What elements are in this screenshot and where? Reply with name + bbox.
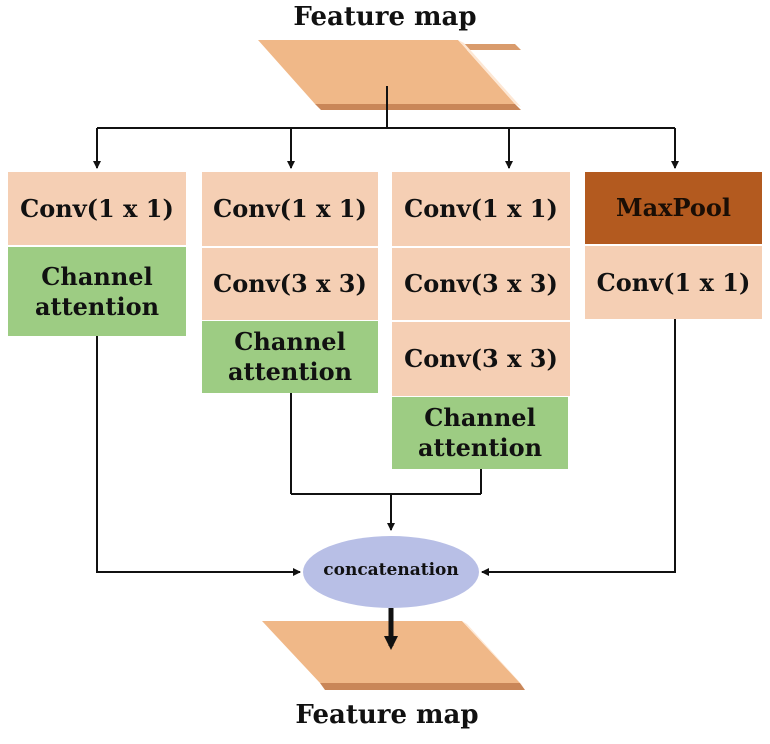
branch4-to-concat-line (481, 319, 676, 576)
branch4-maxpool: MaxPool (585, 172, 762, 244)
branch2-channel-attention: Channel attention (202, 321, 378, 393)
branch1-to-concat-line (96, 336, 301, 576)
bottom-feature-map-face (262, 621, 520, 683)
bottom-feature-map-label: Feature map (295, 700, 479, 730)
top-feature-map-face (258, 40, 515, 104)
branch4-conv1x1: Conv(1 x 1) (585, 246, 762, 319)
top-feature-map-shape (258, 40, 521, 110)
branch3-conv3x3-b: Conv(3 x 3) (392, 320, 570, 396)
branch1-channel-attention: Channel attention (8, 247, 186, 336)
branch3-conv3x3-a: Conv(3 x 3) (392, 246, 570, 320)
branch2-conv3x3: Conv(3 x 3) (202, 246, 378, 320)
branch1-conv1x1: Conv(1 x 1) (8, 172, 186, 245)
concatenation-ellipse (303, 536, 479, 608)
branch3-channel-attention: Channel attention (392, 397, 568, 469)
concatenation-label: concatenation (323, 560, 459, 580)
branch3-conv1x1: Conv(1 x 1) (392, 172, 570, 246)
bottom-feature-map-shape (262, 621, 525, 690)
top-feature-map-label: Feature map (293, 2, 477, 32)
branch2-conv1x1: Conv(1 x 1) (202, 172, 378, 246)
